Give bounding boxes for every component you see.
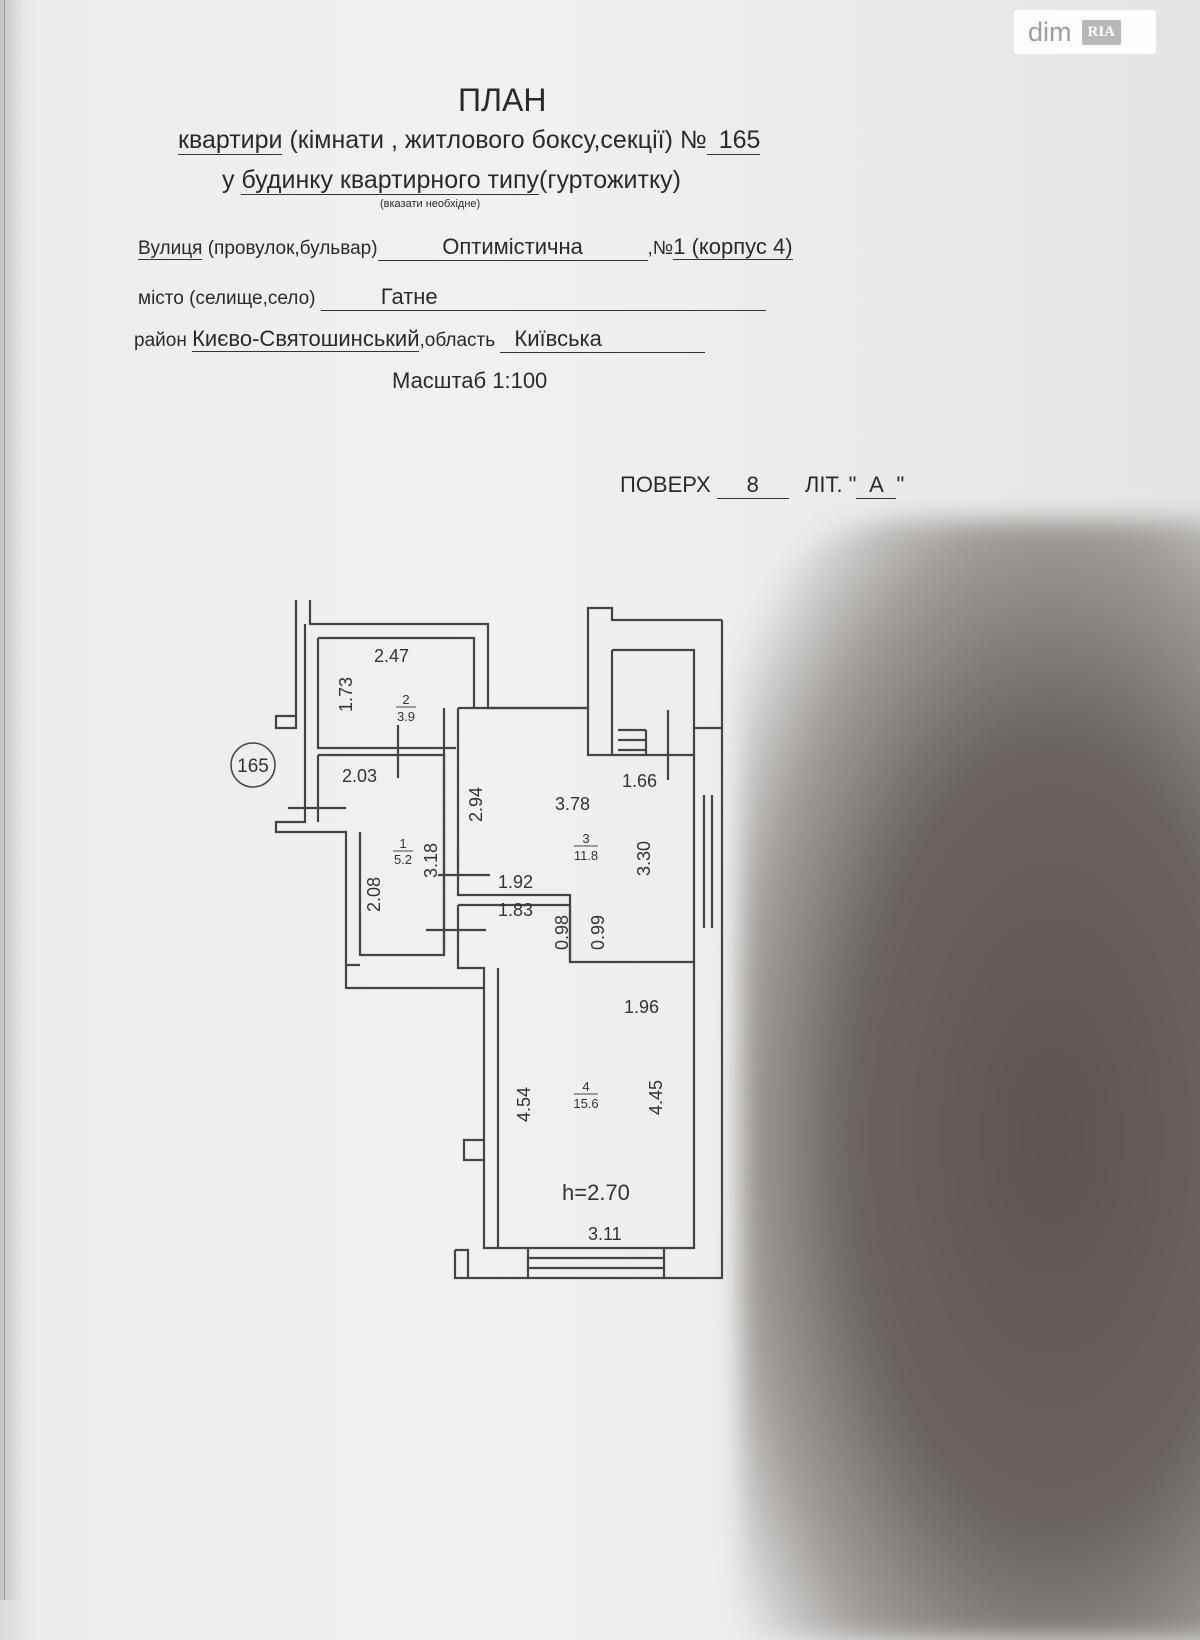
region-value: Київська [500, 326, 706, 353]
room-4-area: 15.6 [573, 1096, 598, 1111]
dim-378: 3.78 [555, 794, 590, 814]
lit-close: " [896, 472, 905, 497]
district-row: район Києво-Святошинський,область Київсь… [134, 326, 706, 353]
floor-row: ПОВЕРХ 8 ЛІТ. "А" [620, 472, 904, 499]
room-1-number: 1 [399, 836, 406, 851]
room-4-number: 4 [582, 1079, 589, 1094]
room-3-area: 11.8 [574, 848, 598, 863]
dim-311: 3.11 [588, 1224, 622, 1244]
page-edge [0, 0, 22, 1600]
number-label: ,№ [647, 238, 674, 259]
floor-plan: 165 2.47 1.73 2.03 2.94 3.18 2.08 3.78 1… [230, 600, 724, 1280]
dim-445: 4.45 [646, 1080, 666, 1115]
room-2-area: 3.9 [397, 709, 415, 724]
wall-room4 [456, 903, 696, 1250]
header-line1: квартири (кімнати , житлового боксу,секц… [178, 126, 761, 155]
street-label-rest: (провулок,бульвар) [207, 238, 378, 259]
dim-196: 1.96 [624, 997, 659, 1017]
dim-bath-length: 1.73 [336, 677, 356, 712]
room-3-number: 3 [582, 831, 589, 846]
ceiling-height: h=2.70 [562, 1180, 630, 1205]
dim-208: 2.08 [364, 877, 384, 912]
lit-label: ЛІТ. " [804, 472, 857, 497]
district-label: район [134, 330, 187, 351]
header-line2: у будинку квартирного типу(гуртожитку) [222, 166, 681, 195]
dim-bath-width: 2.47 [374, 646, 409, 666]
dim-330: 3.30 [634, 841, 654, 876]
header-line1-rest: (кімнати , житлового боксу,секції) № [289, 126, 707, 154]
dim-hall-width: 2.03 [342, 766, 377, 786]
room-1-area: 5.2 [394, 852, 412, 867]
region-label: ,область [419, 330, 496, 351]
dim-318: 3.18 [421, 843, 441, 878]
apartment-marker: 165 [237, 756, 269, 777]
apartment-number: 165 [706, 126, 761, 155]
city-label: місто (селище,село) [138, 288, 316, 309]
wall-right [453, 620, 724, 1280]
hint-text: (вказати необхідне) [380, 198, 481, 210]
photo-shadow [740, 520, 1200, 1640]
lit-value: А [856, 472, 897, 499]
dim-454: 4.54 [514, 1087, 534, 1122]
plan-title: ПЛАН [458, 82, 547, 118]
floor-label: ПОВЕРХ [620, 472, 711, 497]
district-value: Києво-Святошинський [192, 326, 420, 352]
apartment-type-underlined: квартири [178, 126, 283, 155]
street-row: Вулиця (провулок,бульвар)Оптимістична,№1… [138, 234, 793, 261]
balcony [610, 648, 696, 755]
scale-text: Масштаб 1:100 [392, 368, 548, 393]
floor-value: 8 [716, 472, 789, 499]
header-line2-prefix: у [222, 166, 235, 194]
building-type: будинку квартирного типу [241, 166, 540, 195]
city-row: місто (селище,село) Гатне [138, 284, 766, 311]
room-2-number: 2 [402, 692, 409, 707]
dim-166: 1.66 [622, 771, 657, 791]
street-value: Оптимістична [377, 234, 648, 261]
window-bottom [526, 1248, 666, 1278]
dim-192: 1.92 [498, 872, 533, 892]
dim-183: 1.83 [498, 900, 533, 920]
apartment-marker-circle [230, 742, 276, 788]
dim-099: 0.99 [588, 915, 608, 950]
dim-098: 0.98 [552, 915, 572, 950]
wall-left-lower [455, 1138, 484, 1278]
street-label: Вулиця [138, 238, 203, 260]
header-line2-rest: (гуртожитку) [539, 166, 682, 194]
door-marks [288, 710, 670, 932]
city-value: Гатне [320, 284, 766, 311]
dim-294: 2.94 [466, 787, 486, 822]
house-number: 1 (корпус 4) [673, 234, 793, 260]
